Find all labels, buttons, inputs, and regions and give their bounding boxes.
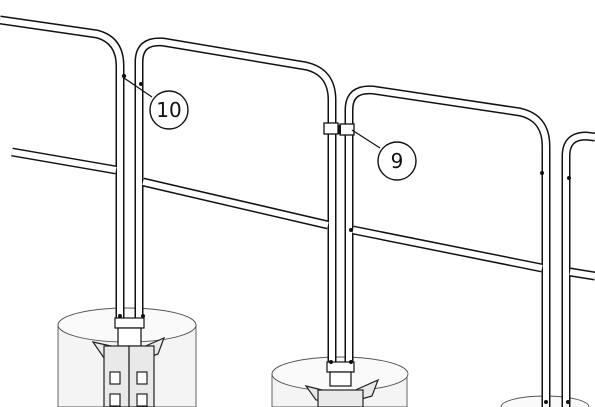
callout-10: 10 (123, 77, 189, 130)
bracket-left (91, 336, 166, 407)
callout-9: 9 (351, 129, 417, 181)
mid-rail-left (11, 147, 117, 175)
mid-rail-panel-1 (141, 177, 330, 230)
upper-rail-left (0, 15, 125, 325)
mid-rail-panel-2 (352, 225, 543, 273)
joint-sleeve-middle (326, 361, 355, 387)
bracket-middle (304, 378, 380, 407)
callout-10-label: 10 (156, 98, 181, 122)
upper-rail-panel-1 (134, 37, 337, 370)
clamp-9 (323, 122, 355, 136)
rivets (118, 73, 571, 404)
upper-rail-panel-3 (561, 131, 595, 407)
upper-rail-panel-2 (344, 85, 551, 407)
callout-9-label: 9 (391, 149, 404, 173)
mid-rail-panel-3 (569, 267, 595, 281)
joint-sleeve-left (114, 317, 145, 347)
